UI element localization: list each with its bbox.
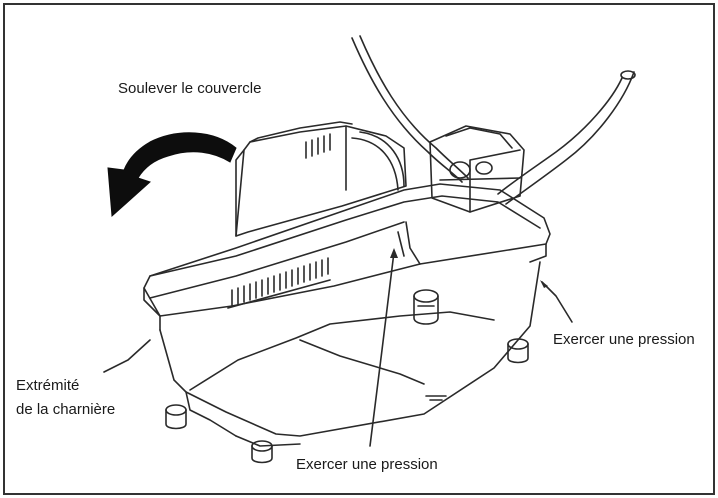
label-lift-cover: Soulever le couvercle bbox=[118, 80, 262, 97]
label-press-bottom: Exercer une pression bbox=[296, 456, 438, 473]
leader-press-right bbox=[541, 281, 573, 323]
connector-block bbox=[429, 125, 525, 213]
reservoir-body bbox=[159, 221, 541, 447]
tube-right bbox=[497, 70, 636, 205]
label-hinge-line1: Extrémité bbox=[16, 377, 80, 394]
label-hinge-line2: de la charnière bbox=[16, 401, 116, 418]
tube-left bbox=[351, 35, 469, 183]
arrowhead-press-bottom bbox=[390, 248, 398, 258]
arrowhead-press-right bbox=[540, 280, 548, 288]
frame-border bbox=[3, 3, 715, 495]
label-press-right: Exercer une pression bbox=[553, 331, 695, 348]
rotation-arrow-icon bbox=[107, 132, 237, 218]
foot-front-center bbox=[251, 440, 273, 464]
motor-housing bbox=[235, 121, 407, 237]
leader-hinge bbox=[103, 339, 151, 373]
leader-press-bottom bbox=[369, 251, 395, 447]
reservoir-lid bbox=[143, 183, 551, 331]
foot-rear-right bbox=[507, 338, 529, 364]
foot-rear-center bbox=[413, 289, 439, 325]
foot-front-left bbox=[165, 404, 187, 430]
